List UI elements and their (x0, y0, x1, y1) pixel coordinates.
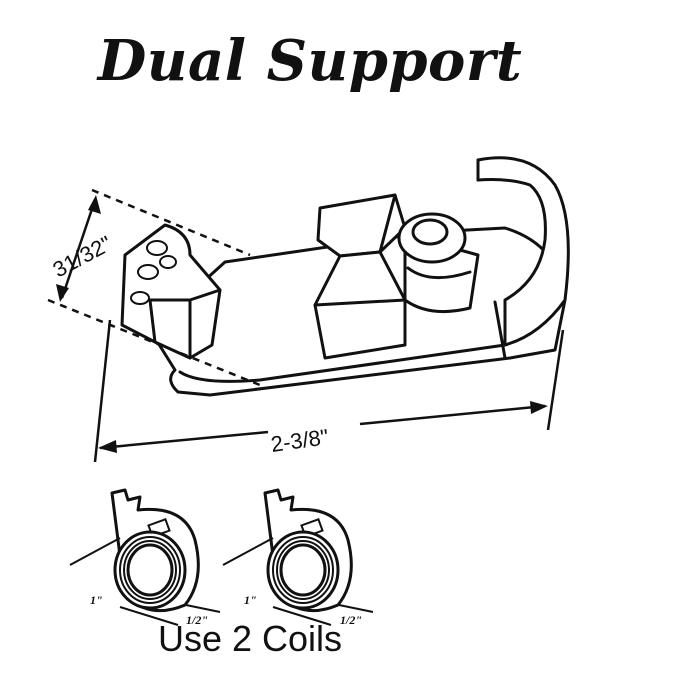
caption: Use 2 Coils (157, 618, 343, 659)
coil-2-diameter-label: 1" (244, 593, 257, 607)
coil-1-width-label: 1/2" (186, 613, 208, 627)
length-dimension (93, 319, 565, 463)
support-part (120, 156, 570, 397)
height-dimension (47, 188, 261, 387)
diagram-title: Dual Support (97, 28, 523, 94)
coil-1-diameter-label: 1" (90, 593, 103, 607)
coil-2-width-label: 1/2" (340, 613, 362, 627)
coil-spring-2 (222, 488, 374, 626)
coil-spring-1 (69, 488, 221, 626)
length-label: 2-3/8" (269, 424, 330, 457)
